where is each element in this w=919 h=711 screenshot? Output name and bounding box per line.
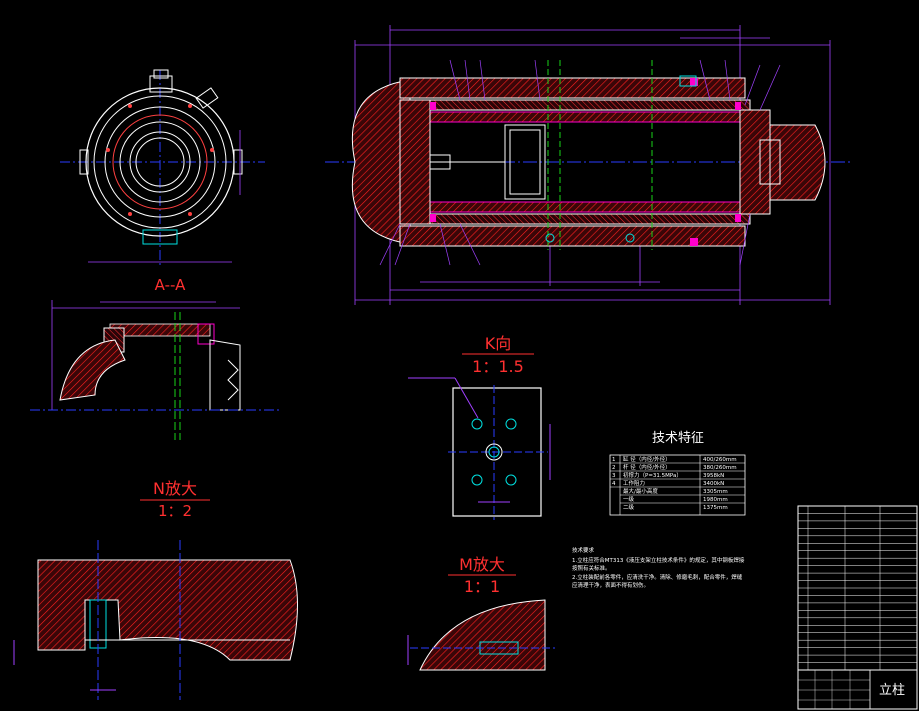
tf-row4-no: 4	[612, 481, 616, 487]
n-detail-view: N放大 1：2	[13, 479, 298, 700]
tf-row6-item: 一级	[623, 495, 635, 503]
tf-row2-value: 380/260mm	[703, 465, 737, 471]
m-detail-view: M放大 1：1	[407, 555, 555, 671]
tf-row2-no: 2	[612, 465, 616, 471]
tech-req-line3: 2.立柱装配前各零件，应清洗干净。清除、修磨毛刺，配合零件，焊缝	[572, 573, 743, 581]
tf-row4-value: 3400kN	[703, 481, 724, 487]
tech-features-title: 技术特征	[652, 431, 704, 446]
tf-row3-no: 3	[612, 473, 616, 479]
n-detail-scale: 1：2	[158, 502, 192, 520]
main-cylinder-view	[325, 25, 850, 305]
section-aa-view: A--A	[60, 69, 265, 294]
tf-row7-item: 二级	[623, 503, 635, 511]
m-detail-scale: 1：1	[464, 577, 500, 596]
tf-row5-value: 3305mm	[703, 489, 728, 495]
title-block: 立柱	[797, 505, 918, 710]
partial-section-view	[30, 300, 280, 440]
tf-row5-item: 最大/最小高度	[623, 487, 658, 495]
m-detail-title: M放大	[459, 555, 505, 574]
tf-row6-value: 1980mm	[703, 497, 728, 503]
k-view: K向 1：1.5	[408, 334, 551, 520]
tech-req-line4: 应清理干净，表面不得有划伤。	[572, 581, 649, 589]
tech-req-line2: 按照有关标准。	[572, 564, 611, 572]
title-block-title: 立柱	[879, 683, 905, 698]
n-detail-title: N放大	[153, 479, 197, 498]
tf-row1-no: 1	[612, 457, 616, 463]
tech-requirements: 技术要求 1.立柱应符合MT313《液压支架立柱技术条件》的规定，其中钢板焊接 …	[572, 546, 745, 589]
k-view-title: K向	[485, 334, 512, 353]
tf-row7-value: 1375mm	[703, 505, 728, 511]
tf-row1-item: 缸 径（内径/外径）	[623, 455, 671, 463]
tech-req-line1: 1.立柱应符合MT313《液压支架立柱技术条件》的规定，其中钢板焊接	[572, 556, 745, 564]
tf-row4-item: 工作阻力	[623, 479, 645, 487]
tech-features-table: 技术特征 1 缸 径（内径/外径） 400/260mm 2 杆 径（内径/外径）…	[609, 431, 746, 516]
tf-row2-item: 杆 径（内径/外径）	[623, 463, 671, 471]
tf-row3-value: 3958kN	[703, 473, 724, 479]
tech-req-heading: 技术要求	[572, 546, 595, 554]
section-aa-title: A--A	[155, 276, 186, 294]
k-view-scale: 1：1.5	[472, 357, 524, 376]
tf-row3-item: 初撑力（P=31.5MPa）	[623, 471, 682, 479]
tf-row1-value: 400/260mm	[703, 457, 737, 463]
